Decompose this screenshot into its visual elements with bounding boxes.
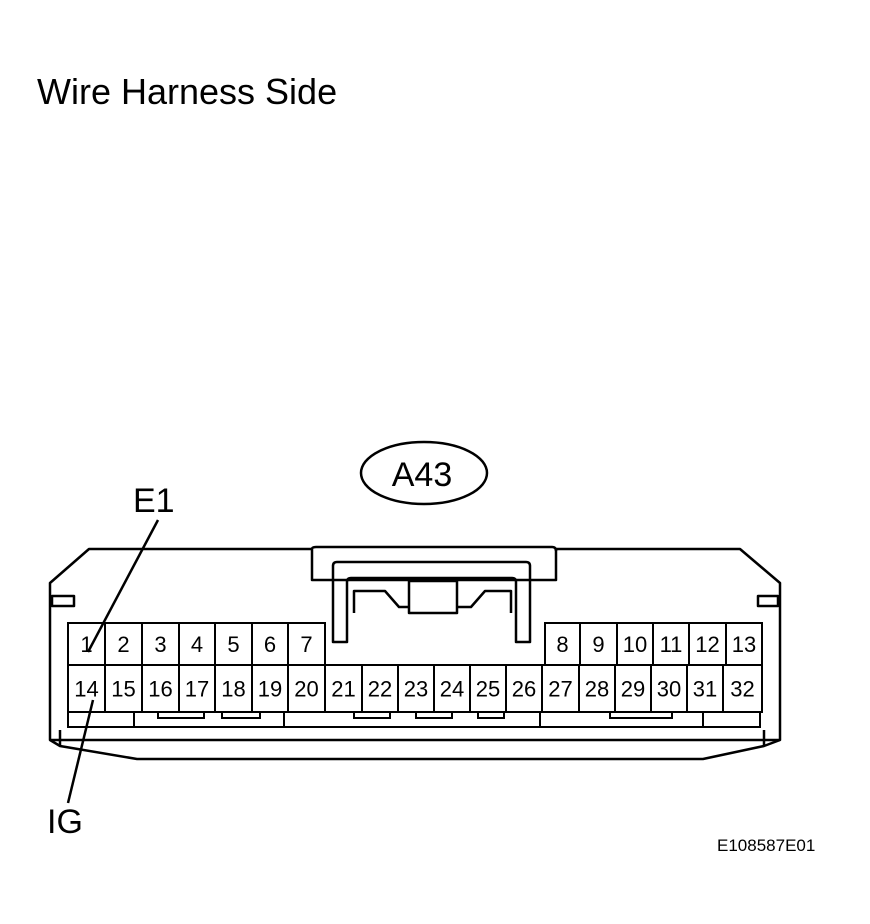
- pin-cavity-29: 29: [614, 664, 652, 713]
- pin-number: 16: [148, 677, 172, 702]
- pin-number: 13: [732, 632, 756, 657]
- pin-cavity-32: 32: [722, 664, 763, 713]
- pin-number: 2: [117, 632, 129, 657]
- pin-cavity-6: 6: [251, 622, 289, 666]
- pin-number: 30: [657, 677, 681, 702]
- pin-cavity-13: 13: [725, 622, 763, 666]
- pin-cell: [178, 664, 216, 713]
- pin-cavity-2: 2: [104, 622, 143, 666]
- pin-number: 31: [693, 677, 717, 702]
- pin-number: 22: [368, 677, 392, 702]
- pin-cell: [67, 664, 106, 713]
- pin-cell: [433, 664, 471, 713]
- pin-cavity-4: 4: [178, 622, 216, 666]
- pin-number: 17: [185, 677, 209, 702]
- pin-number: 14: [74, 677, 98, 702]
- pin-cavity-5: 5: [214, 622, 253, 666]
- pin-cavity-21: 21: [324, 664, 363, 713]
- pin-number: 4: [191, 632, 203, 657]
- figure-code: E108587E01: [717, 836, 815, 855]
- pin-row-bottom: 14 15 16 17 18 19 20 21 22 23 24 25 26 27 28 29 30 31 32: [67, 664, 763, 713]
- pin-cavity-27: 27: [541, 664, 580, 713]
- pin-cavity-16: 16: [141, 664, 180, 713]
- pin-cell: [251, 664, 289, 713]
- pin-cell: [650, 664, 688, 713]
- pin-cavity-3: 3: [141, 622, 180, 666]
- pin-cavity-17: 17: [178, 664, 216, 713]
- pin-number: 3: [154, 632, 166, 657]
- pin-cavity-28: 28: [578, 664, 616, 713]
- pin-cavity-12: 12: [688, 622, 727, 666]
- pin-cell: [722, 664, 763, 713]
- pin-cell: [178, 622, 216, 666]
- pin-cavity-22: 22: [361, 664, 399, 713]
- connector-housing: [48, 545, 782, 761]
- pin-number: 9: [592, 632, 604, 657]
- pin-number: 8: [556, 632, 568, 657]
- diagram-title: Wire Harness Side: [37, 71, 337, 112]
- pin-cell: [652, 622, 690, 666]
- pin-cavity-24: 24: [433, 664, 471, 713]
- connector-id-badge: [359, 440, 489, 506]
- pin-cavity-8: 8: [544, 622, 581, 666]
- pin-cell: [541, 664, 580, 713]
- connector-id-label: A43: [392, 456, 453, 494]
- pin-number: 32: [730, 677, 754, 702]
- pin-number: 24: [440, 677, 464, 702]
- pin-number: 27: [548, 677, 572, 702]
- pin-number: 15: [111, 677, 135, 702]
- pin-cell: [688, 622, 727, 666]
- pin-number: 12: [695, 632, 719, 657]
- pin-cavity-11: 11: [652, 622, 690, 666]
- callout-e1-label: E1: [133, 482, 175, 520]
- pin-number: 21: [331, 677, 355, 702]
- pin-cavity-23: 23: [397, 664, 435, 713]
- pin-cell: [324, 664, 363, 713]
- pin-number: 6: [264, 632, 276, 657]
- pin-number: 29: [621, 677, 645, 702]
- pin-cavity-18: 18: [214, 664, 253, 713]
- pin-cavity-10: 10: [616, 622, 654, 666]
- pin-cavity-31: 31: [686, 664, 724, 713]
- callout-ig-leader: [66, 699, 95, 804]
- callout-e1-leader: [86, 519, 160, 653]
- pin-number: 19: [258, 677, 282, 702]
- pin-cavity-7: 7: [287, 622, 326, 666]
- connector-keyways: [67, 711, 761, 728]
- pin-cell: [141, 622, 180, 666]
- pin-cell: [578, 664, 616, 713]
- pin-cavity-14: 14: [67, 664, 106, 713]
- pin-cell: [397, 664, 435, 713]
- pin-cavity-26: 26: [505, 664, 543, 713]
- pin-cavity-19: 19: [251, 664, 289, 713]
- pin-cavity-9: 9: [579, 622, 618, 666]
- pin-number: 26: [512, 677, 536, 702]
- pin-number: 11: [660, 632, 683, 657]
- pin-cavity-30: 30: [650, 664, 688, 713]
- pin-number: 10: [623, 632, 647, 657]
- pin-number: 20: [294, 677, 318, 702]
- pin-number: 7: [300, 632, 312, 657]
- pin-cavity-25: 25: [469, 664, 507, 713]
- pin-number: 25: [476, 677, 500, 702]
- pin-cavity-15: 15: [104, 664, 143, 713]
- pin-number: 5: [227, 632, 239, 657]
- pin-number: 18: [221, 677, 245, 702]
- pin-number: 28: [585, 677, 609, 702]
- pin-cavity-20: 20: [287, 664, 326, 713]
- pin-number: 23: [404, 677, 428, 702]
- callout-ig-label: IG: [47, 803, 83, 841]
